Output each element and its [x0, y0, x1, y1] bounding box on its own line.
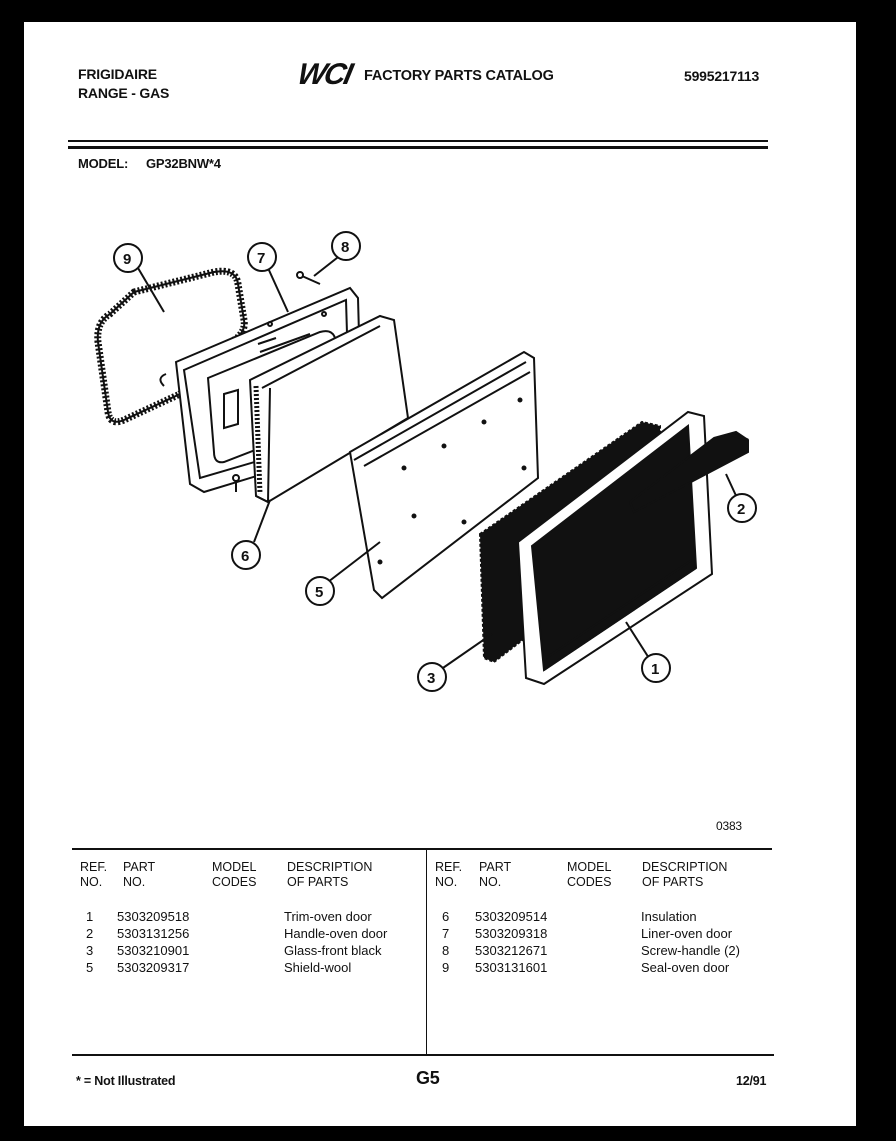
not-illustrated-note: * = Not Illustrated [76, 1074, 176, 1088]
part-2-handle-oven-door [628, 430, 749, 514]
description: Insulation [641, 909, 697, 924]
page-number: G5 [416, 1068, 440, 1088]
table-row: 1 [86, 908, 93, 925]
part-no: 5303210901 [117, 943, 190, 958]
figure-number: 0383 [716, 819, 742, 833]
description: Shield-wool [284, 960, 352, 975]
header-part-no-right: PART NO. [479, 860, 512, 889]
callout-6: 6 [231, 540, 261, 570]
callout-2: 2 [727, 493, 757, 523]
svg-text:6: 6 [241, 548, 249, 565]
callout-9: 9 [113, 243, 143, 273]
header-rule-bottom [68, 146, 768, 149]
callout-8: 8 [331, 231, 361, 261]
description: Seal-oven door [641, 960, 730, 975]
product-type: RANGE - GAS [78, 85, 170, 101]
ref-no: 3 [86, 943, 94, 958]
header-rule-top [68, 140, 768, 142]
ref-no: 5 [86, 960, 94, 975]
header-model-codes-left: MODEL CODES [212, 860, 257, 889]
revision-date: 12/91 [736, 1074, 767, 1088]
part-8-screw-handle [232, 271, 321, 492]
svg-text:9: 9 [123, 251, 131, 268]
part-no: 5303209514 [475, 909, 548, 924]
ref-no: 8 [442, 943, 450, 958]
table-rule-top [72, 848, 772, 850]
part-5-shield-wool [348, 350, 540, 600]
description: Glass-front black [284, 943, 382, 958]
part-no: 5303212671 [475, 943, 548, 958]
header-model-codes-right: MODEL CODES [567, 860, 612, 889]
ref-no: 9 [442, 960, 450, 975]
header-description-left: DESCRIPTION OF PARTS [287, 860, 373, 889]
catalog-title: FACTORY PARTS CATALOG [364, 68, 554, 84]
svg-text:5: 5 [315, 584, 323, 601]
part-no: 5303209518 [117, 909, 190, 924]
ref-no: 2 [86, 926, 94, 941]
part-no: 5303131256 [117, 926, 190, 941]
callout-3: 3 [417, 662, 447, 692]
part-no: 5303209318 [475, 926, 548, 941]
model-label: MODEL: [78, 156, 129, 171]
callout-7: 7 [247, 242, 277, 272]
ref-no: 7 [442, 926, 450, 941]
svg-text:2: 2 [737, 501, 745, 518]
description: Handle-oven door [284, 926, 388, 941]
table-rule-bottom [72, 1054, 774, 1056]
header-ref-no-left: REF. NO. [80, 860, 108, 889]
ref-no: 6 [442, 909, 450, 924]
description: Screw-handle (2) [641, 943, 740, 958]
svg-text:8: 8 [341, 239, 349, 256]
callout-5: 5 [305, 576, 335, 606]
header-ref-no-right: REF. NO. [435, 860, 463, 889]
brand-name: FRIGIDAIRE [78, 66, 157, 82]
description: Liner-oven door [641, 926, 733, 941]
svg-text:3: 3 [427, 670, 435, 687]
model-number: GP32BNW*4 [146, 156, 221, 171]
svg-text:7: 7 [257, 250, 265, 267]
header-part-no-left: PART NO. [123, 860, 156, 889]
svg-text:1: 1 [651, 661, 659, 678]
callout-1: 1 [641, 653, 671, 683]
part-no: 5303209317 [117, 960, 190, 975]
ref-no: 1 [86, 909, 94, 924]
catalog-page: FRIGIDAIRE RANGE - GAS WCI FACTORY PARTS… [24, 22, 856, 1126]
table-divider [426, 850, 427, 1054]
part-no: 5303131601 [475, 960, 548, 975]
catalog-number: 5995217113 [684, 68, 760, 84]
exploded-parts-diagram: 9 7 8 6 5 3 1 2 [94, 231, 757, 692]
header-description-right: DESCRIPTION OF PARTS [642, 860, 728, 889]
description: Trim-oven door [284, 909, 372, 924]
